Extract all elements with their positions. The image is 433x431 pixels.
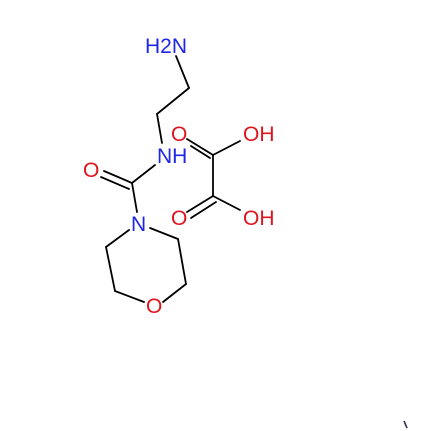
morpholine-oxygen-label: O [146,295,162,318]
bond-ring-n-to-c-right [149,227,179,240]
bond-c-to-amide-n [156,113,163,144]
carbonyl-oxygen-label: O [83,159,99,182]
bond-carbonyl-double-2 [100,176,130,190]
amide-nh-label: NH [157,145,187,168]
bond-ring-c-left-up [105,246,116,292]
bond-c-to-c [156,87,190,115]
oxalic-oxygen-bottom-label: O [171,207,187,230]
bond-amine-n-to-c [175,55,190,89]
oxalic-hydroxyl-bottom-label: OH [243,207,275,230]
amine-nitrogen-label: H2N [145,35,187,58]
bond-top-co-double-1 [186,138,214,156]
bond-bottom-co-double-1 [186,195,214,213]
bond-ring-c-to-n-left [105,229,130,248]
morpholine-ring-bonds [105,227,187,303]
bond-top-co-double-2 [190,145,211,159]
bond-top-c-to-oh [212,140,241,156]
bond-carbonyl-double-1 [103,170,133,184]
bond-ring-c-to-o-right [162,283,187,303]
bond-bottom-co-double-2 [190,201,217,219]
corner-mark [403,420,408,429]
morpholine-nitrogen-label: N [131,213,146,236]
carbonyl-bonds [100,164,156,213]
oxalic-acid-bonds [186,138,241,219]
bond-ring-c-right-down [177,238,187,285]
bond-bottom-c-to-oh [212,195,241,211]
ethylamine-chain-bonds [156,55,190,144]
bond-amide-n-to-carbonyl-c [131,164,156,184]
atom-labels: H2N NH O N O O OH O OH [83,35,275,318]
oxalic-oxygen-top-label: O [171,123,187,146]
bond-ring-o-to-c-left [114,290,145,303]
oxalic-hydroxyl-top-label: OH [243,123,275,146]
bond-carbonyl-c-to-ring-n [131,182,138,213]
